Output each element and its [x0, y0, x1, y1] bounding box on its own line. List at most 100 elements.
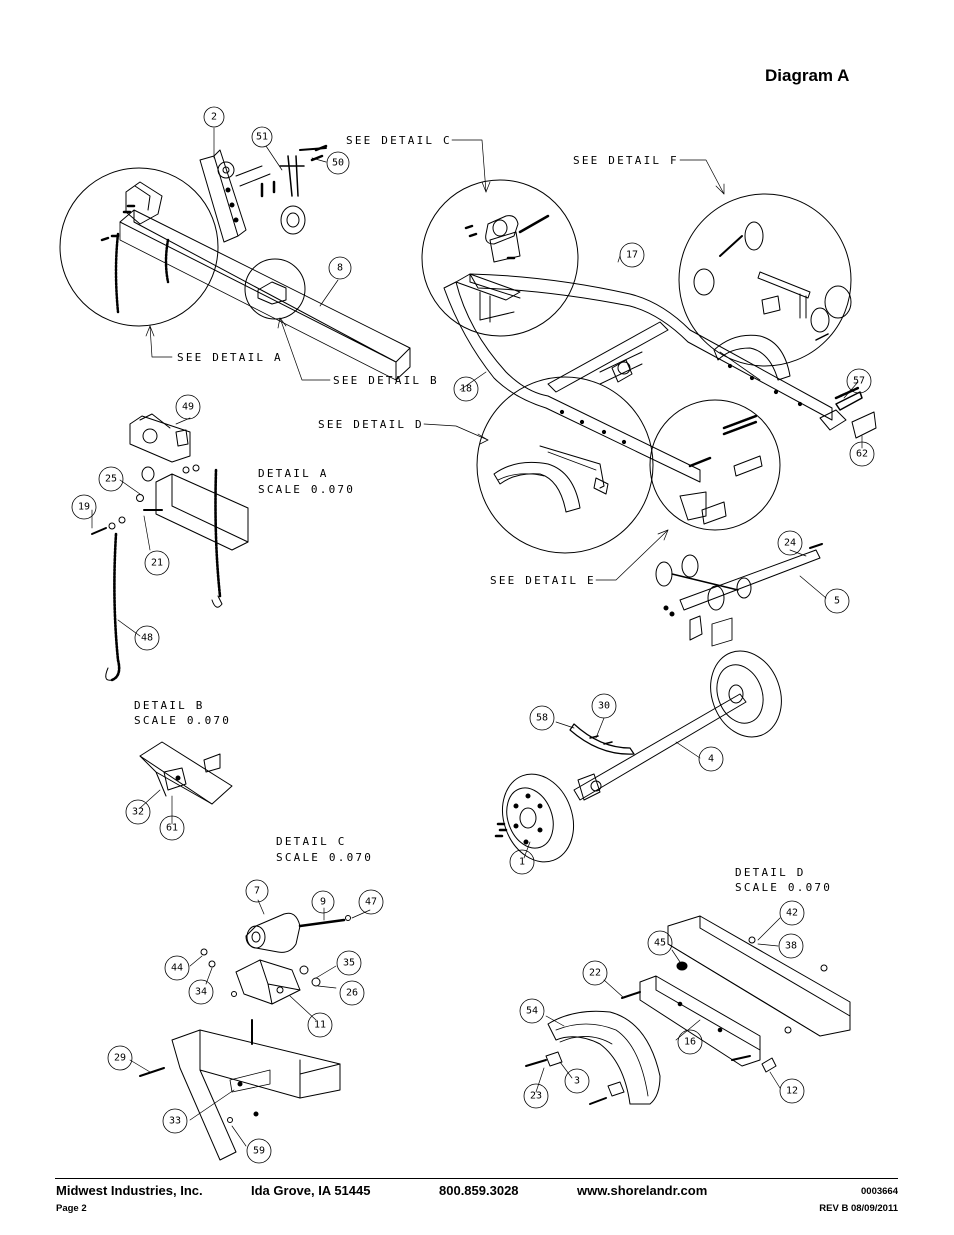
svg-text:54: 54: [526, 1006, 538, 1017]
svg-text:59: 59: [253, 1146, 265, 1157]
winch-stand: [199, 149, 247, 243]
callout-4: 4: [698, 746, 724, 772]
callout-12: 12: [779, 1078, 805, 1104]
svg-text:51: 51: [256, 132, 268, 143]
detail-a-title: DETAIL A: [258, 467, 329, 480]
footer-page-number: Page 2: [56, 1203, 87, 1214]
svg-text:12: 12: [786, 1086, 798, 1097]
svg-text:9: 9: [320, 897, 326, 908]
callout-11: 11: [307, 1012, 333, 1038]
svg-text:26: 26: [346, 988, 358, 999]
footer-divider: [55, 1178, 898, 1179]
jack: [279, 155, 305, 197]
callout-58: 58: [529, 705, 555, 731]
callout-8: 8: [328, 256, 352, 280]
callout-42: 42: [779, 900, 805, 926]
svg-text:34: 34: [195, 987, 207, 998]
detail-c-circle: [421, 179, 579, 337]
coupler: [125, 181, 163, 225]
svg-text:35: 35: [343, 958, 355, 969]
svg-text:2: 2: [211, 112, 217, 123]
callout-49: 49: [175, 394, 201, 420]
footer-city: Ida Grove, IA 51445: [251, 1183, 371, 1198]
svg-text:30: 30: [598, 701, 610, 712]
svg-text:47: 47: [365, 897, 377, 908]
detail-d-drawing: [525, 915, 851, 1105]
svg-text:23: 23: [530, 1091, 542, 1102]
callout-9: 9: [311, 890, 335, 914]
svg-text:33: 33: [169, 1116, 181, 1127]
footer-website: www.shorelandr.com: [577, 1183, 708, 1198]
callout-5: 5: [824, 588, 850, 614]
svg-text:1: 1: [519, 857, 525, 868]
parts-diagram: SEE DETAIL C SEE DETAIL F SEE DETAIL A S…: [59, 106, 877, 1164]
svg-text:45: 45: [654, 938, 666, 949]
callout-38: 38: [778, 933, 804, 959]
callout-51: 51: [251, 126, 273, 148]
callout-62: 62: [849, 441, 875, 467]
rear-roller-assembly: [655, 543, 823, 647]
callout-29: 29: [107, 1045, 133, 1071]
svg-text:19: 19: [78, 502, 90, 513]
detail-e-circle: [649, 399, 781, 531]
wheel-right: [710, 650, 782, 738]
detail-d-scale: SCALE 0.070: [735, 881, 832, 894]
svg-text:61: 61: [166, 823, 178, 834]
see-detail-d-label: SEE DETAIL D: [318, 418, 424, 431]
callout-50: 50: [326, 151, 350, 175]
svg-text:50: 50: [332, 158, 344, 169]
svg-text:7: 7: [254, 886, 260, 897]
left-frame-rail: [443, 281, 701, 483]
svg-text:38: 38: [785, 941, 797, 952]
detail-labels: SEE DETAIL C SEE DETAIL F SEE DETAIL A S…: [134, 134, 832, 894]
detail-f-circle: [678, 193, 852, 367]
callout-30: 30: [591, 693, 617, 719]
leaf-spring: [569, 723, 635, 755]
svg-text:21: 21: [151, 558, 163, 569]
detail-b-scale: SCALE 0.070: [134, 714, 231, 727]
svg-text:17: 17: [626, 250, 638, 261]
callout-61: 61: [159, 815, 185, 841]
detail-c-scale: SCALE 0.070: [276, 851, 373, 864]
fender-left: [493, 461, 581, 513]
detail-d-fender: [547, 1010, 661, 1105]
callout-25: 25: [98, 466, 124, 492]
detail-d-circle: [476, 376, 654, 554]
wheel-left: [502, 773, 574, 863]
callout-23: 23: [523, 1083, 549, 1109]
svg-text:62: 62: [856, 449, 868, 460]
detail-b-circle: [244, 258, 306, 320]
detail-b-drawing: [139, 741, 233, 805]
svg-text:58: 58: [536, 713, 548, 724]
axle-tube: [573, 693, 747, 801]
fender-right: [713, 334, 791, 381]
callout-19: 19: [71, 494, 97, 520]
callout-54: 54: [519, 998, 545, 1024]
footer-doc-number: 0003664: [861, 1186, 898, 1197]
svg-text:5: 5: [834, 596, 840, 607]
leader-lines: [91, 127, 863, 1147]
callout-24: 24: [777, 530, 803, 556]
tongue-assembly: [59, 144, 411, 381]
callout-3: 3: [564, 1068, 590, 1094]
svg-text:44: 44: [171, 963, 183, 974]
detail-a-circle: [59, 167, 219, 327]
see-detail-a-label: SEE DETAIL A: [177, 351, 283, 364]
detail-d-title: DETAIL D: [735, 866, 806, 879]
callout-21: 21: [144, 550, 170, 576]
see-detail-f-label: SEE DETAIL F: [573, 154, 679, 167]
svg-text:49: 49: [182, 402, 194, 413]
svg-text:8: 8: [337, 263, 343, 274]
svg-text:32: 32: [132, 807, 144, 818]
callout-47: 47: [358, 889, 384, 915]
detail-b-title: DETAIL B: [134, 699, 205, 712]
callout-35: 35: [336, 950, 362, 976]
svg-text:57: 57: [853, 376, 865, 387]
callout-45: 45: [647, 930, 673, 956]
callouts: 2 51 50 8 17 18 57 62 49 25 19 21 48 24 …: [71, 106, 875, 1164]
see-detail-b-label: SEE DETAIL B: [333, 374, 439, 387]
svg-text:22: 22: [589, 968, 601, 979]
svg-text:3: 3: [574, 1076, 580, 1087]
right-frame-rail: [469, 273, 833, 421]
callout-48: 48: [134, 625, 160, 651]
